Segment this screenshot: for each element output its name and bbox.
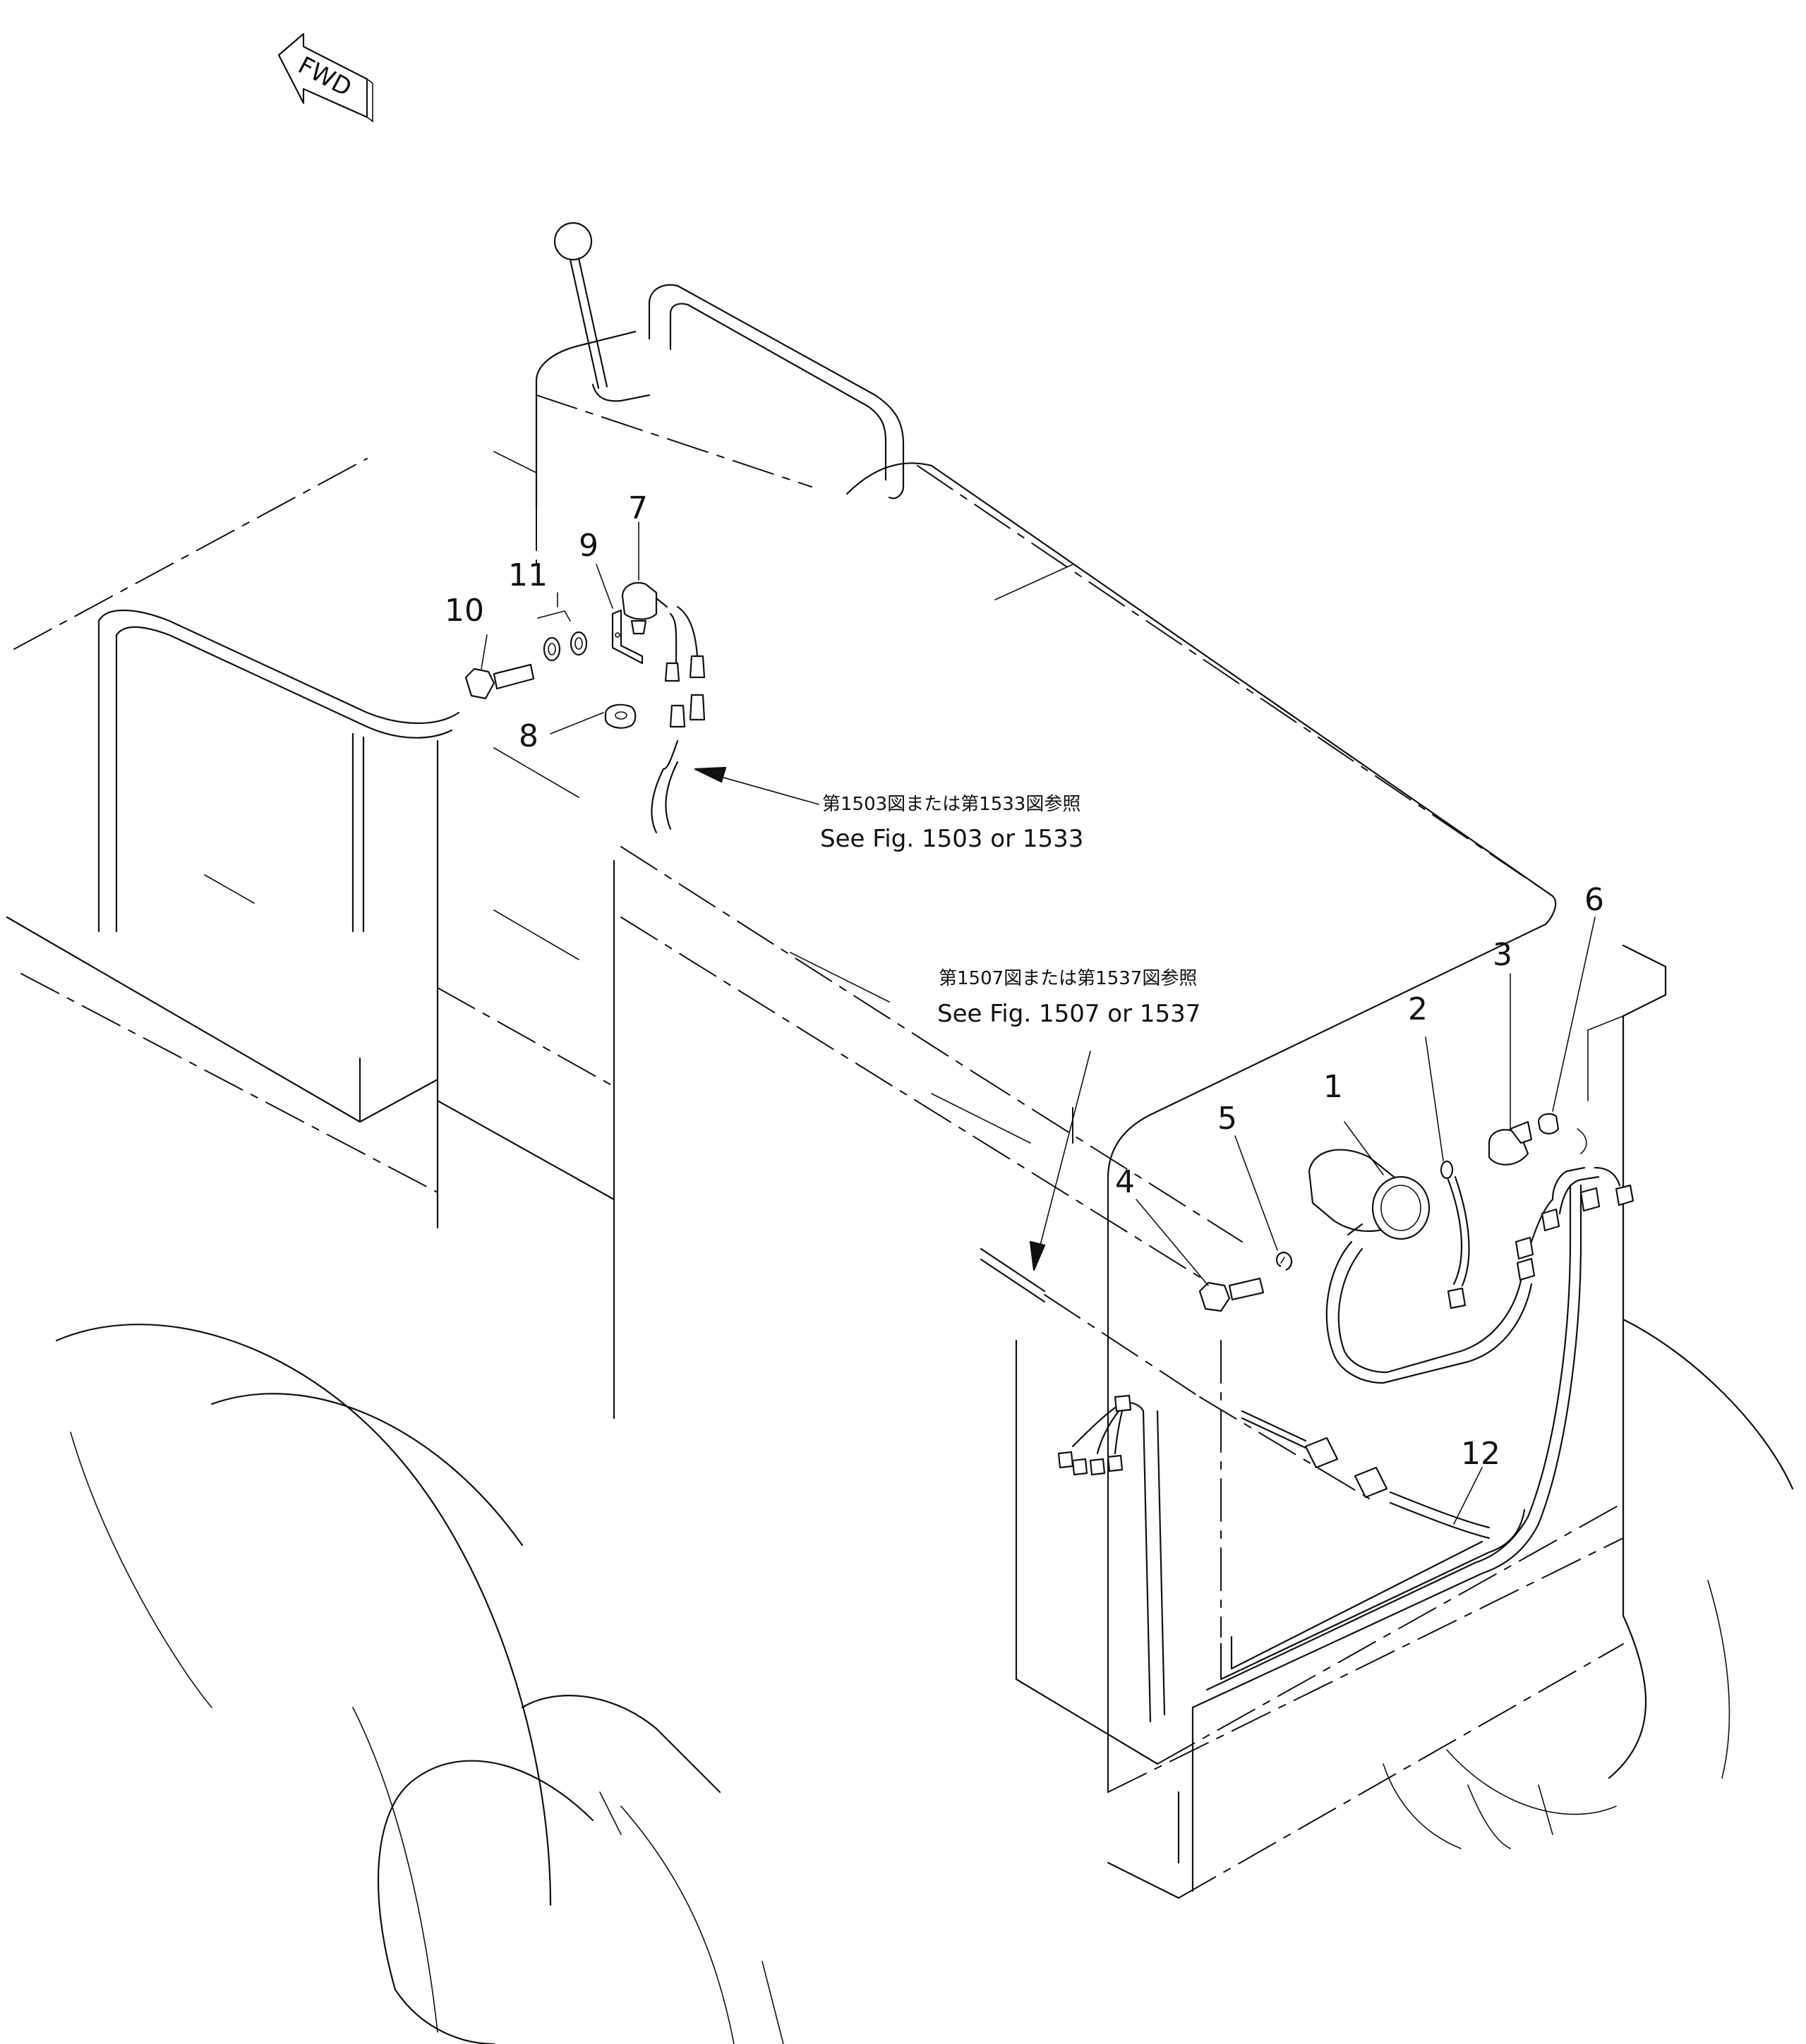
lever-knob bbox=[553, 222, 593, 261]
part-6-cap bbox=[1537, 1113, 1587, 1154]
reference-2-en: See Fig. 1507 or 1537 bbox=[937, 1000, 1200, 1028]
part-12-harness bbox=[1191, 1166, 1635, 1892]
part-4-bolt bbox=[1198, 1277, 1265, 1312]
connector-cluster-left bbox=[1057, 1394, 1166, 1723]
part-10-bolt bbox=[464, 663, 535, 700]
part-5-washer bbox=[1275, 1251, 1293, 1271]
part-2-terminal bbox=[1440, 1160, 1470, 1310]
callout-9: 9 bbox=[579, 528, 598, 564]
callout-11: 11 bbox=[508, 557, 548, 593]
left-fender bbox=[6, 458, 460, 1193]
callout-7: 7 bbox=[628, 490, 648, 526]
callout-numbers: 7 9 11 10 8 1 2 3 6 5 4 12 bbox=[445, 490, 1604, 1472]
callout-6: 6 bbox=[1584, 882, 1604, 918]
upper-harness bbox=[651, 605, 706, 834]
part-1-meter bbox=[1308, 1149, 1431, 1240]
leader-lines bbox=[481, 521, 1596, 1525]
fwd-arrow: FWD bbox=[277, 32, 373, 123]
tires bbox=[55, 1318, 1794, 2044]
callout-5: 5 bbox=[1217, 1101, 1237, 1137]
console-tower bbox=[436, 330, 812, 1420]
callout-12: 12 bbox=[1461, 1436, 1500, 1472]
callout-1: 1 bbox=[1323, 1069, 1343, 1105]
part-8-nut bbox=[604, 703, 637, 729]
part-9-bracket bbox=[611, 609, 644, 665]
callout-4: 4 bbox=[1115, 1164, 1135, 1200]
grab-handle bbox=[648, 284, 905, 500]
reference-arrows bbox=[694, 766, 1091, 1271]
callout-10: 10 bbox=[445, 593, 484, 629]
figure-references: 第1503図または第1533図参照 See Fig. 1503 or 1533 … bbox=[820, 794, 1200, 1028]
part-11-washers bbox=[537, 610, 588, 662]
reference-2-jp: 第1507図または第1537図参照 bbox=[939, 968, 1197, 989]
callout-3: 3 bbox=[1493, 937, 1512, 973]
control-lever bbox=[553, 222, 651, 402]
hood-body bbox=[620, 462, 1667, 1899]
callout-2: 2 bbox=[1408, 991, 1428, 1027]
reference-1-jp: 第1503図または第1533図参照 bbox=[822, 794, 1080, 815]
callout-8: 8 bbox=[519, 718, 538, 754]
part-7-switch bbox=[621, 581, 668, 635]
reference-1-en: See Fig. 1503 or 1533 bbox=[820, 825, 1083, 853]
part-3-clip bbox=[1488, 1120, 1533, 1166]
